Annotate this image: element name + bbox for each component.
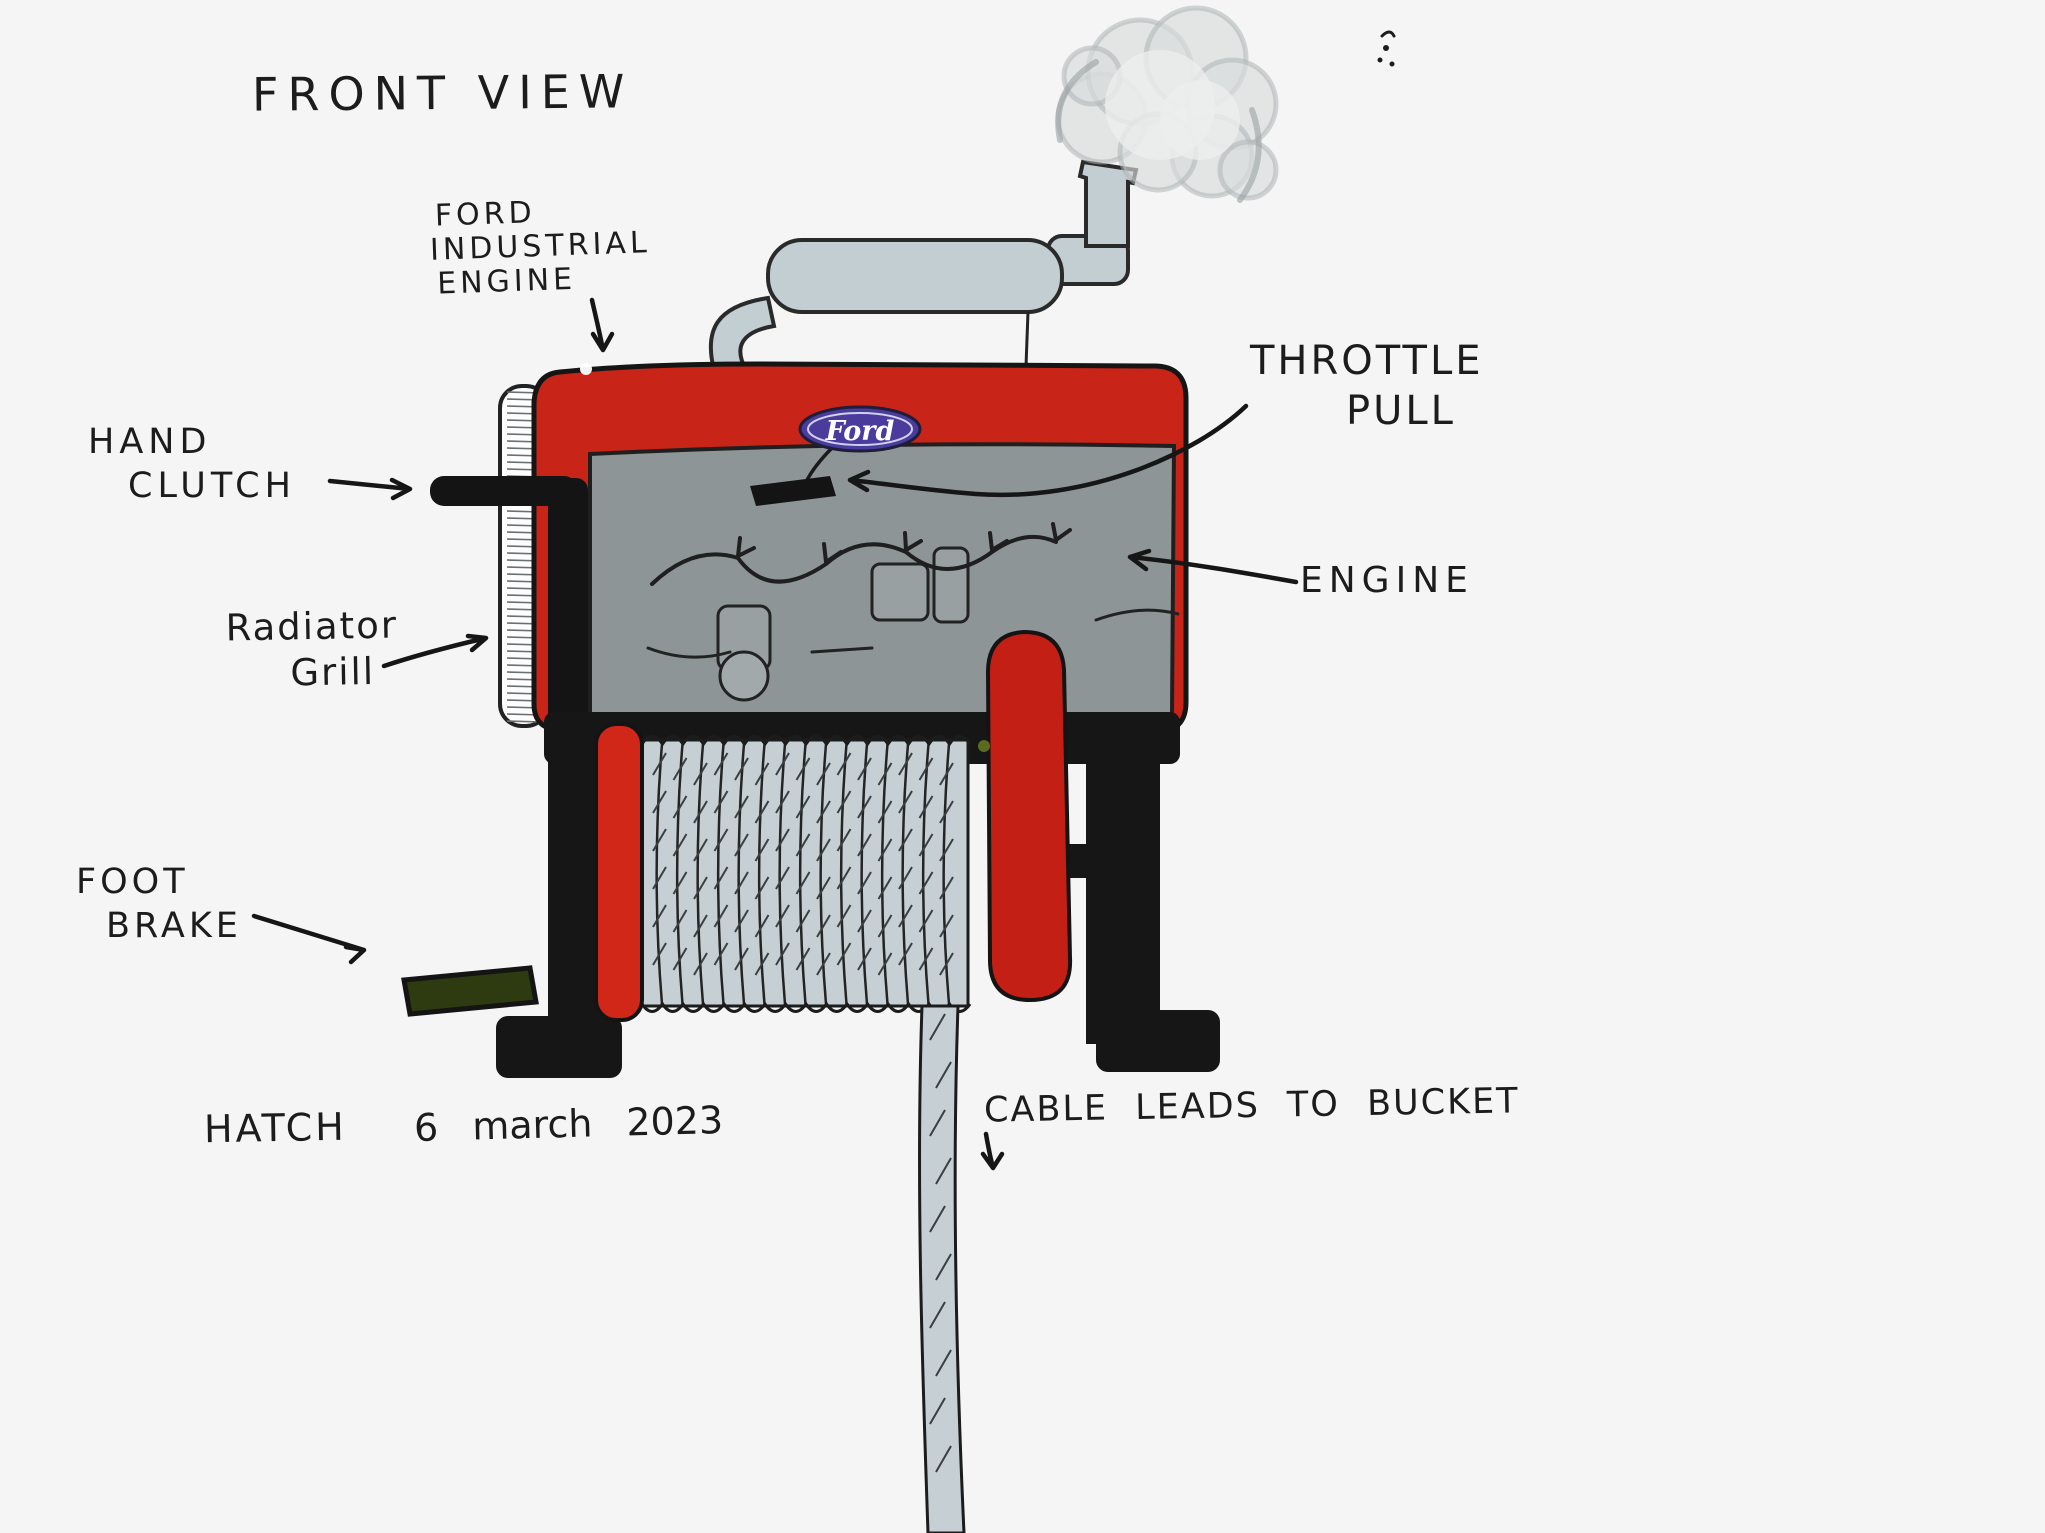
smoke-puff (1217, 139, 1279, 201)
hand-clutch-arrow (327, 477, 413, 501)
muffler-hanger-line (1024, 311, 1030, 367)
drum-cover-dot (978, 740, 990, 752)
engine-dash-line (810, 646, 874, 654)
label-foot-brake: FOOT BRAKE (76, 860, 242, 948)
smoke-cloud (1055, 5, 1279, 203)
engine-cylinder-mid (870, 562, 930, 622)
engine-curve-left (646, 646, 732, 659)
throttle-lever (750, 476, 836, 506)
label-throttle-pull: THROTTLE PULL (1250, 336, 1484, 436)
stray-marks (1377, 30, 1396, 67)
label-line: BRAKE (106, 906, 242, 946)
muffler (766, 238, 1064, 314)
page-title: FRONT VIEW (252, 64, 634, 121)
drum-left-flange (594, 722, 644, 1022)
rope-coil-lines (655, 743, 951, 1005)
label-line: THROTTLE (1250, 338, 1484, 384)
clutch-handle (430, 476, 578, 506)
hand-clutch-lever (430, 476, 588, 730)
signature-date: 6 march 2023 (413, 1098, 723, 1150)
engine-curve-right (1094, 608, 1180, 622)
annotation-arrows (251, 297, 1299, 1171)
cable-arrow (980, 1131, 1005, 1171)
highlight-dot (580, 363, 592, 375)
label-radiator-grill: Radiator Grill (225, 603, 399, 698)
label-line: Radiator (225, 603, 399, 650)
drum-right-cover (978, 629, 1073, 1003)
ford-oval-ring (807, 412, 913, 446)
label-engine: ENGINE (1300, 560, 1474, 601)
label-line: Grill (290, 649, 376, 695)
smoke-wisp (1237, 107, 1262, 203)
label-ford-industrial-engine: FORD INDUSTRIAL ENGINE (428, 192, 652, 302)
radiator-arrow (381, 633, 489, 669)
stray-dot (1389, 61, 1395, 67)
drum-cover-shape (985, 629, 1073, 1003)
stray-dot (1377, 57, 1383, 63)
engine-arrow (1127, 548, 1299, 585)
smoke-highlight (1160, 80, 1240, 160)
right-leg (1086, 762, 1160, 1044)
ford-oval (798, 405, 922, 453)
date-text: 6 march 2023 (413, 1097, 724, 1151)
flow-arrowheads (736, 522, 1072, 564)
ford-engine-arrow (589, 297, 615, 353)
foot-brake-pedal (401, 965, 539, 1017)
signature-text: HATCH (203, 1104, 348, 1152)
rope-bottom-edge (640, 1001, 972, 1013)
engine-cylinder-cap (718, 650, 770, 702)
stray-dot (1383, 45, 1389, 51)
label-hand-clutch: HAND CLUTCH (88, 420, 296, 508)
label-line: PULL (1346, 388, 1456, 434)
ford-badge: Ford (798, 405, 922, 453)
winch-cable (918, 1004, 966, 1533)
ford-logo-text: Ford (825, 416, 895, 447)
clutch-shaft (548, 478, 588, 730)
left-foot (496, 1016, 622, 1078)
exhaust-assembly (708, 159, 1139, 372)
rope-top-edge (640, 735, 972, 747)
label-line: ENGINE (1300, 560, 1474, 601)
label-line: HAND (88, 422, 212, 462)
cable-drum (594, 722, 972, 1022)
title-text: FRONT VIEW (251, 64, 634, 122)
throttle-arrow (847, 403, 1249, 498)
stray-squiggle (1380, 30, 1396, 38)
smoke-wisp (1055, 59, 1099, 143)
cable-hatch (929, 1013, 952, 1473)
right-foot (1096, 1010, 1220, 1072)
rope-hatch (652, 752, 954, 976)
label-line: CLUTCH (128, 466, 296, 506)
engine-cylinder-small (932, 546, 970, 624)
label-line: FOOT (76, 862, 189, 902)
exhaust-left-pipe (708, 295, 777, 372)
signature-name: HATCH (204, 1105, 347, 1151)
engine-details (646, 446, 1180, 702)
foot-brake-arrow (251, 913, 367, 965)
